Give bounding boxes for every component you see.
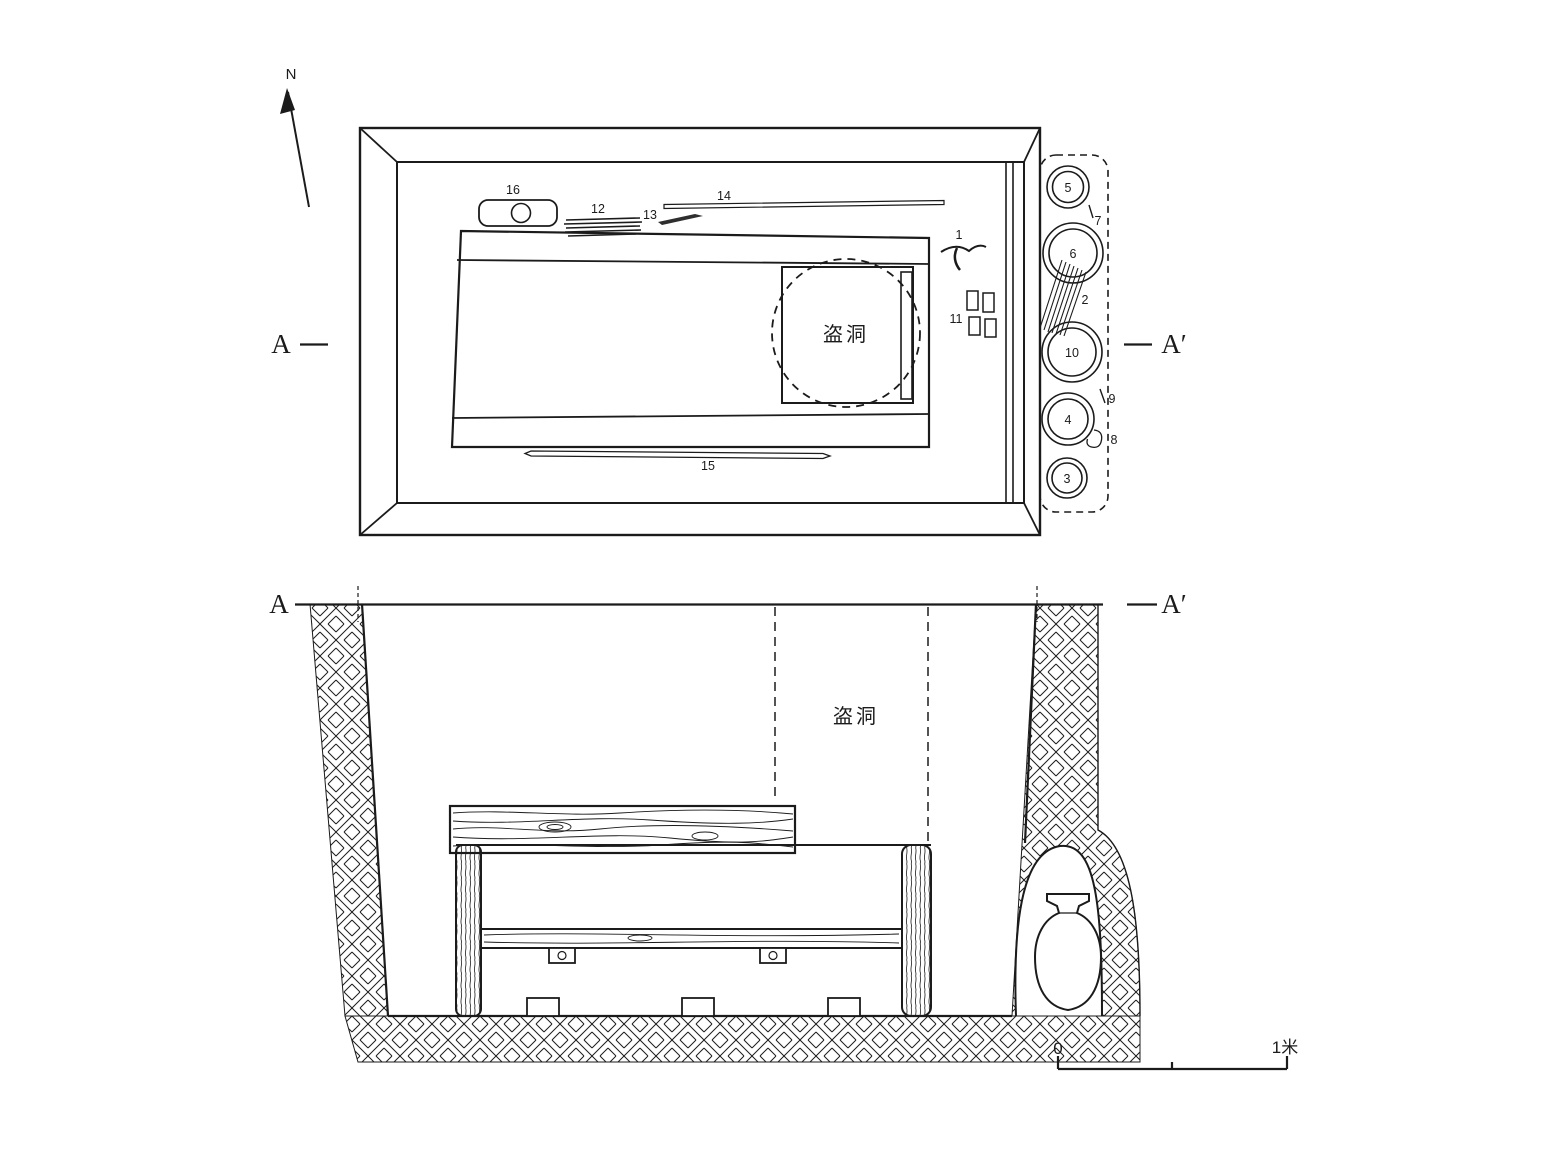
plan-view: 盗洞 16 12 13 14 [271,126,1187,537]
north-arrow-shaft [287,91,310,208]
coffin-bottom-plank-grain [483,933,900,944]
scale-unit-label: 1米 [1272,1038,1298,1057]
coffin-bottom-plank [480,928,903,949]
section-marker-a-prime: A′ [1161,589,1186,619]
artifact-12-label: 12 [591,202,605,216]
niche-arch-outline [1014,844,1103,1017]
section-marker-a: A [269,589,289,619]
north-label: N [286,66,297,83]
plan-coffin [450,229,931,449]
pit-inner-edge [396,161,1025,504]
section-earth-walls [309,603,1141,1063]
inner-coffin-end-board [900,271,913,400]
artifact-2-bundle [1039,259,1087,337]
artifact-2-label: 2 [1082,293,1089,307]
section-view: A A′ 盗洞 [269,586,1298,1071]
artifact-1: 1 [940,228,987,271]
artifact-16-label: 16 [506,183,520,197]
pot-5: 5 [1046,165,1090,209]
artifact-13: 13 [643,208,703,225]
artifact-15: 15 [523,450,832,473]
scale-bar: 0 1米 [1053,1038,1298,1071]
right-wall-inner-edge [1023,603,1038,844]
niche-dashed-outline [1039,154,1109,513]
pot-10: 10 [1041,321,1103,383]
plan-robber-hole: 盗洞 [771,258,921,408]
pot-4-label: 4 [1065,413,1072,427]
north-arrow: N [280,66,310,208]
artifact-7-mark [1088,204,1094,219]
plan-section-markers: A A′ [271,329,1186,359]
artifact-15-label: 15 [701,459,715,473]
robber-hole-label-section: 盗洞 [833,705,879,728]
coffin-end-board-right [901,844,932,1017]
section-robber-hole: 盗洞 [774,607,929,842]
section-coffin [448,804,932,1017]
artifact-7-label: 7 [1095,214,1102,228]
pot-4: 4 [1041,392,1095,446]
pot-5-label: 5 [1065,181,1072,195]
left-wall-inner-edge [360,603,390,1017]
artifact-8-mark [1086,429,1103,448]
artifact-8-label: 8 [1111,433,1118,447]
robber-hole-circle [771,258,921,408]
section-markers: A A′ [269,586,1187,622]
plan-marker-a-prime: A′ [1161,329,1186,359]
artifact-11-label: 11 [950,312,963,326]
coffin-feet [526,997,861,1017]
artifact-11: 11 [950,290,997,338]
plan-marker-a: A [271,329,291,359]
artifact-1-label: 1 [956,228,963,242]
artifact-14: 14 [663,189,945,210]
plan-pottery-row: 5 7 6 2 10 9 [1039,154,1118,513]
niche-jar [1033,893,1103,1012]
pot-10-label: 10 [1065,346,1079,360]
artifact-12: 12 [563,202,643,237]
pot-3: 3 [1046,457,1088,499]
floor-hatch [344,1015,1141,1063]
north-arrow-head [280,88,295,114]
coffin-cleats [548,947,787,964]
jar-outline [1033,893,1103,1012]
pot-6-label: 6 [1070,247,1077,261]
right-wall-outer-edge [1097,604,1141,1017]
artifact-13-label: 13 [643,208,657,222]
robber-hole-label: 盗洞 [823,323,869,346]
plan-artifacts: 16 12 13 14 1 [478,183,997,473]
artifact-14-label: 14 [717,189,731,203]
artifact-9-label: 9 [1109,392,1116,406]
inner-coffin-outline [781,266,914,404]
coffin-end-board-left [455,844,482,1017]
pot-3-label: 3 [1064,472,1071,486]
scale-zero-label: 0 [1053,1039,1062,1058]
artifact-9-mark [1099,388,1106,404]
artifact-16: 16 [478,183,558,227]
plan-pit-outline [358,126,1042,537]
